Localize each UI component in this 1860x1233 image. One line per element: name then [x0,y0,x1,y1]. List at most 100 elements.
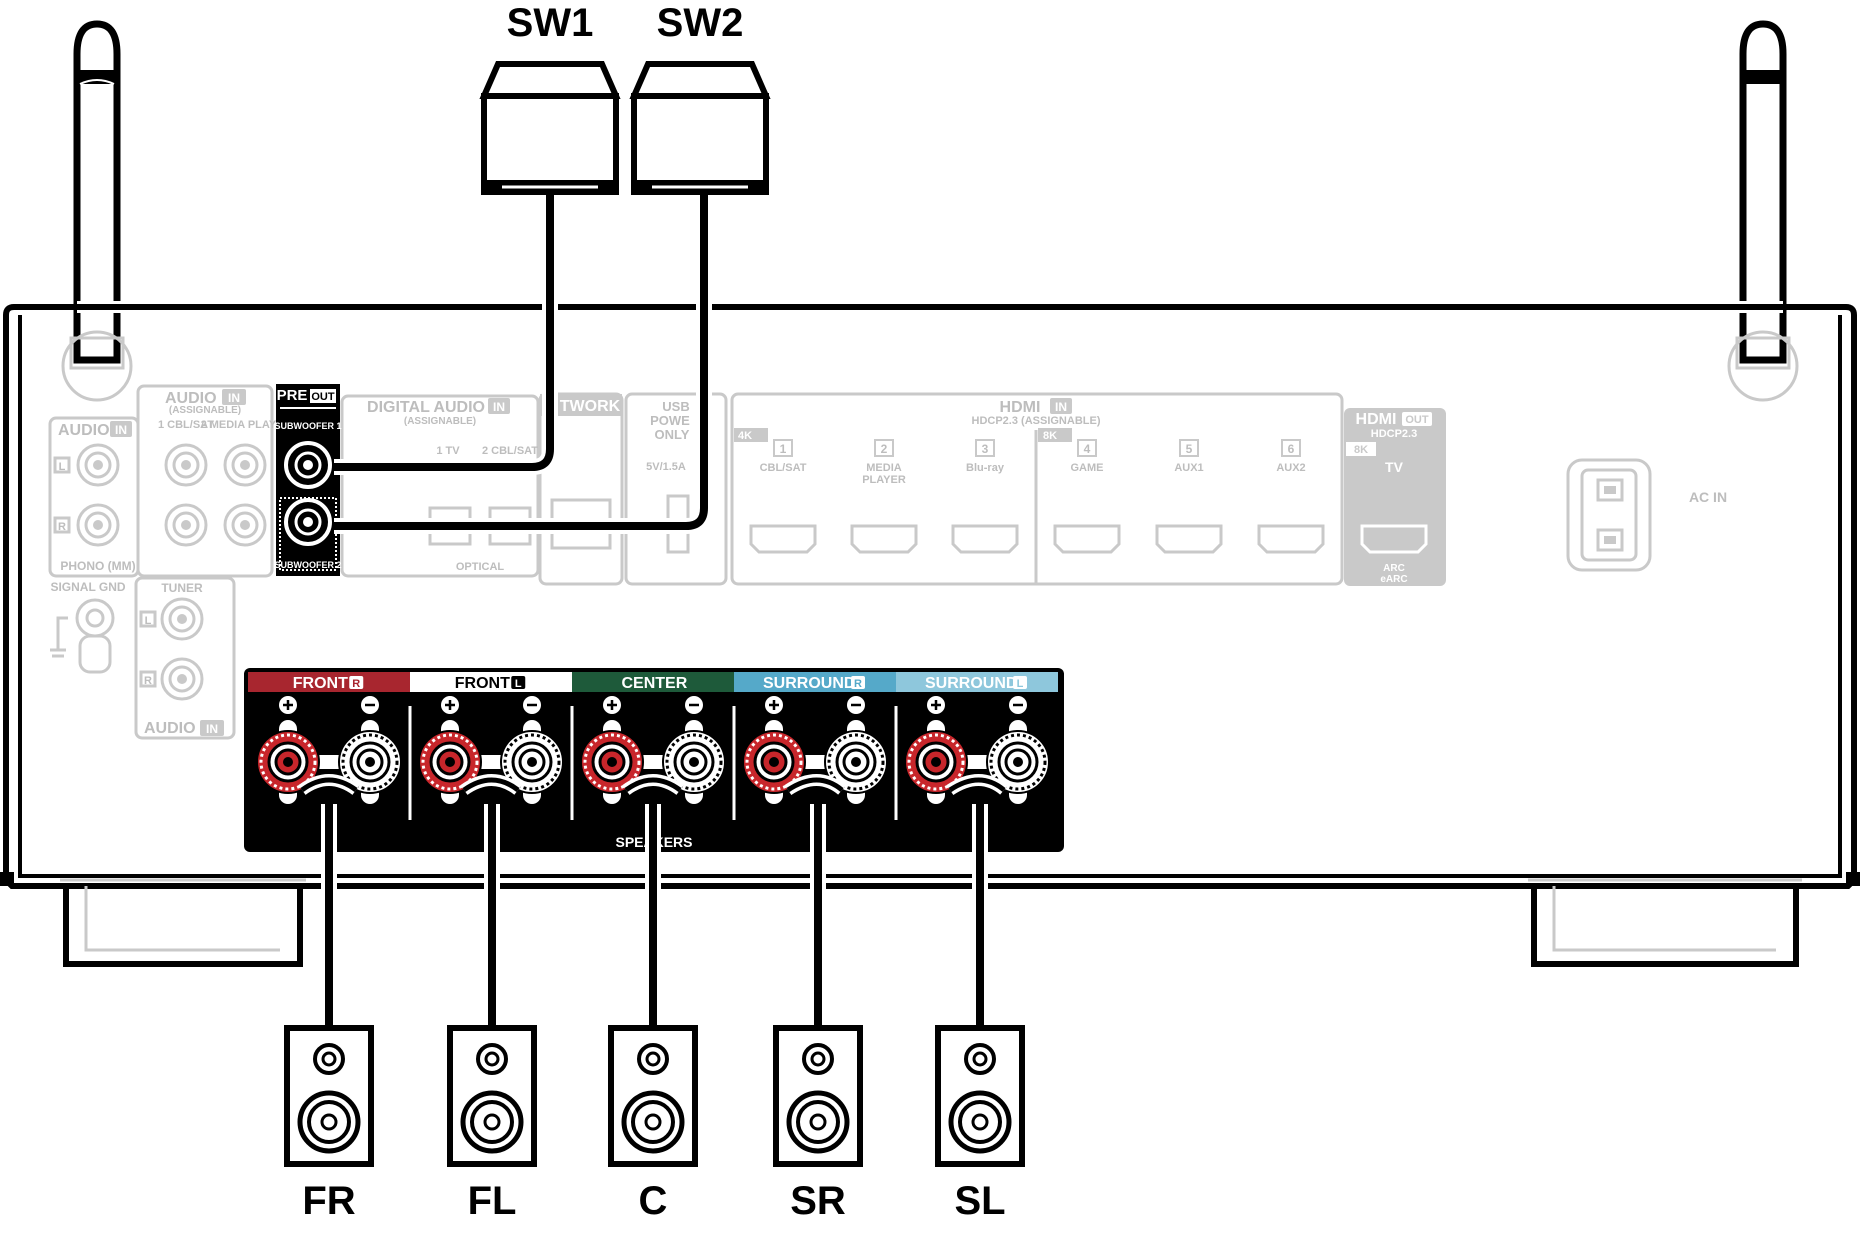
audio-in-ch1: 1 CBL/SAT [158,419,214,431]
speakers: FR FL C SR SL [284,774,1025,1223]
positive-terminal[interactable] [418,720,482,804]
terminal-group-label: SURROUND [925,675,1017,692]
hdmi-in-port-name: GAME [1071,462,1104,474]
hdmi-4k-label: 4K [738,430,752,442]
tuner-r: R [144,675,152,687]
minus-sign-icon [1009,696,1027,714]
hdmi-out-title: HDMI [1356,411,1397,428]
plus-sign-icon [279,696,297,714]
phono-title: AUDIO [58,422,110,439]
tuner-block: TUNER L R AUDIO IN [134,576,236,740]
hdmi-in-port-name: MEDIA [866,462,902,474]
subwoofer-2-label: SUBWOOFER 2 [274,560,341,570]
hdmi-in-port-num: 1 [780,442,787,456]
terminal-group-label: FRONT [293,675,348,692]
antenna-right [1727,20,1799,402]
positive-terminal[interactable] [580,720,644,804]
terminal-group-label: FRONT [455,675,510,692]
pre-out-block: PRE OUT SUBWOOFER 1 SUBWOOFER 2 [274,384,342,576]
plus-sign-icon [441,696,459,714]
hdmi-out-badge: OUT [1405,414,1429,426]
hdmi-in-title: HDMI [1000,399,1041,416]
receiver-chassis [0,301,1860,967]
hdmi-in-port-num: 6 [1288,442,1295,456]
usb-rating: 5V/1.5A [646,461,686,473]
pre-out-title: PRE [277,387,308,404]
hdmi-in-badge: IN [1055,400,1067,414]
hdmi-in-port-name: CBL/SAT [760,462,807,474]
speaker-label: SR [790,1179,846,1223]
positive-terminal[interactable] [256,720,320,804]
positive-terminal[interactable] [742,720,806,804]
signal-gnd-label: SIGNAL GND [50,580,125,594]
speaker-sl: SL [935,774,1025,1223]
antenna-left [61,20,133,402]
audio-in-assignable-block: AUDIO IN (ASSIGNABLE) 1 CBL/SAT 2 MEDIA … [136,384,292,578]
phono-r: R [58,521,66,533]
hdmi-out-sub: HDCP2.3 [1371,428,1417,440]
ac-in-block: AC IN [1566,458,1727,572]
pre-out-badge: OUT [311,391,335,403]
hdmi-in-port-num: 5 [1186,442,1193,456]
plus-sign-icon [765,696,783,714]
plus-sign-icon [927,696,945,714]
hdmi-in-port-num: 3 [982,442,989,456]
terminal-group-1: FRONT R [248,672,410,804]
speaker-fr: FR [284,774,374,1223]
digital-audio-ch1: 1 TV [436,445,460,457]
minus-sign-icon [685,696,703,714]
ac-in-label: AC IN [1689,489,1727,505]
terminal-group-badge: R [352,678,360,690]
digital-audio-badge: IN [493,400,505,414]
audio-in-sub: (ASSIGNABLE) [169,405,241,416]
speaker-label: C [639,1179,668,1223]
hdmi-in-port-name: AUX1 [1174,462,1203,474]
hdmi-out-group: 8K [1354,444,1368,456]
subwoofer-label: SW1 [507,1,594,45]
hdmi-in-port-name: Blu-ray [966,462,1005,474]
phono-footer: PHONO (MM) [60,559,135,573]
digital-audio-block: DIGITAL AUDIO IN (ASSIGNABLE) 1 TV 2 CBL… [340,394,540,578]
terminal-group-badge: L [1017,678,1024,690]
terminal-group-3: CENTER [570,672,734,820]
plus-sign-icon [603,696,621,714]
speaker-label: SL [954,1179,1005,1223]
negative-terminal[interactable] [500,720,564,804]
subwoofer-label: SW2 [657,1,744,45]
speaker-sr: SR [773,774,863,1223]
negative-terminal[interactable] [986,720,1050,804]
hdmi-in-sub: HDCP2.3 (ASSIGNABLE) [972,415,1101,427]
digital-audio-title: DIGITAL AUDIO [367,399,485,416]
minus-sign-icon [361,696,379,714]
tuner-badge: IN [206,722,218,736]
terminal-group-label: SURROUND [763,675,855,692]
positive-terminal[interactable] [904,720,968,804]
negative-terminal[interactable] [824,720,888,804]
network-title: TWORK [560,398,621,415]
digital-audio-footer: OPTICAL [456,561,505,573]
hdmi-in-port-name: AUX2 [1276,462,1305,474]
audio-in-ch2: 2 MEDIA PLAYER [201,419,292,431]
hdmi-in-block: HDMI IN HDCP2.3 (ASSIGNABLE) 4K 8K 1CBL/… [730,392,1344,586]
hdmi-out-earc: eARC [1380,574,1407,585]
speaker-label: FR [302,1179,355,1223]
network-block: TWORK [538,392,624,586]
minus-sign-icon [847,696,865,714]
minus-sign-icon [523,696,541,714]
hdmi-out-block: HDMI OUT HDCP2.3 8K TV ARC eARC [1344,408,1446,586]
subwoofer-1: SW1 [479,1,621,195]
negative-terminal[interactable] [662,720,726,804]
negative-terminal[interactable] [338,720,402,804]
subwoofer-2: SW2 [629,1,771,195]
usb-l2: POWE [650,413,690,428]
speaker-fl: FL [447,774,537,1223]
speaker-c: C [608,774,698,1223]
subwoofer-cables [334,180,712,534]
